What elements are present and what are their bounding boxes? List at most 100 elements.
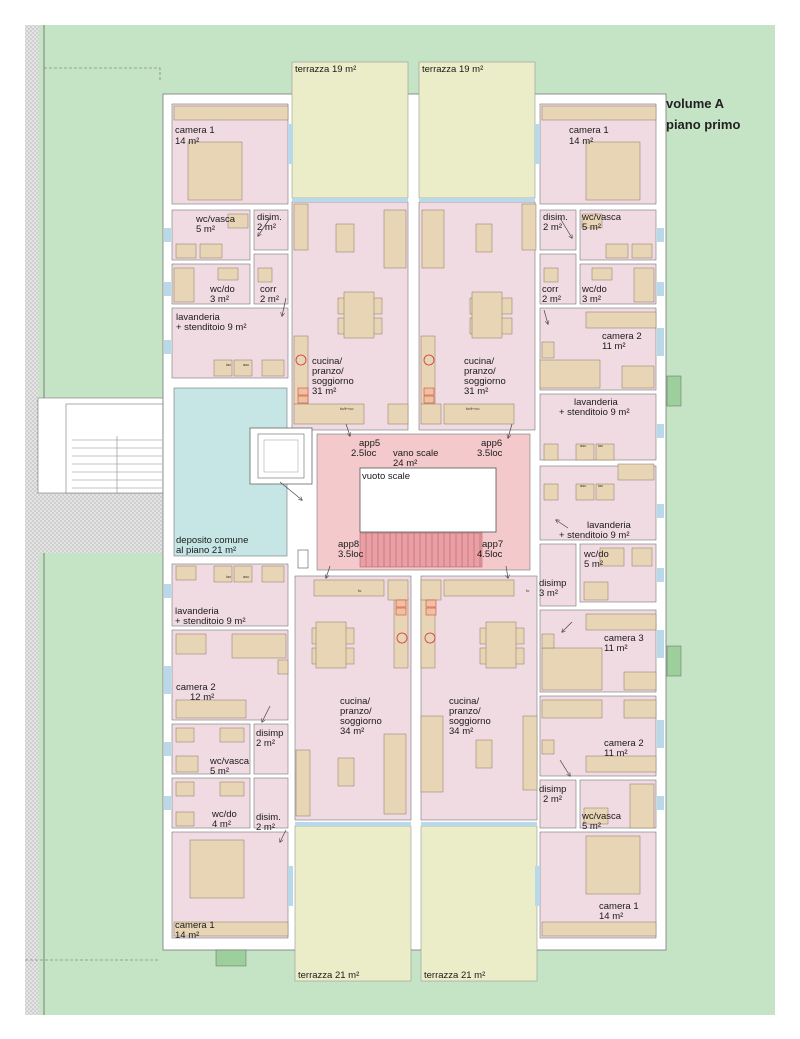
furniture-item bbox=[443, 403, 515, 425]
furniture-item bbox=[173, 105, 289, 121]
label: wc/do bbox=[211, 809, 237, 820]
furniture-item bbox=[420, 715, 444, 793]
terrace-top-left bbox=[291, 61, 409, 199]
furniture-item bbox=[231, 633, 287, 659]
label: lavanderia bbox=[175, 606, 220, 617]
label: 3 m² bbox=[210, 294, 229, 305]
label: vuoto scale bbox=[362, 471, 410, 482]
label: soggiorno bbox=[312, 376, 354, 387]
label: 5 m² bbox=[584, 559, 603, 570]
label: 31 m² bbox=[464, 386, 488, 397]
label: cucina/ bbox=[449, 696, 479, 707]
furniture-item bbox=[543, 267, 559, 283]
label: pranzo/ bbox=[312, 366, 344, 377]
label: 14 m² bbox=[599, 911, 623, 922]
label: pranzo/ bbox=[340, 706, 372, 717]
label: cucina/ bbox=[464, 356, 494, 367]
stair-flight bbox=[359, 532, 483, 568]
label: 2 m² bbox=[256, 822, 275, 833]
furniture-item bbox=[383, 209, 407, 269]
label: camera 2 bbox=[604, 738, 644, 749]
label: 4 m² bbox=[212, 819, 231, 830]
furniture-item bbox=[233, 565, 253, 583]
furniture-item bbox=[541, 105, 657, 121]
label: 2 m² bbox=[543, 794, 562, 805]
furniture-item bbox=[631, 243, 653, 259]
label: camera 1 bbox=[175, 125, 215, 136]
label: corr bbox=[260, 284, 276, 295]
furniture-item bbox=[599, 547, 625, 567]
label: 2 m² bbox=[257, 222, 276, 233]
furniture-item bbox=[173, 267, 195, 303]
furniture-item bbox=[387, 403, 409, 425]
furniture-item bbox=[233, 359, 253, 377]
furniture-item bbox=[219, 781, 245, 797]
label: app7 bbox=[482, 539, 503, 550]
label: 5 m² bbox=[582, 222, 601, 233]
label: 11 m² bbox=[604, 643, 628, 654]
furniture-item bbox=[539, 359, 601, 389]
furniture-item bbox=[343, 291, 375, 339]
terrace-bottom-right bbox=[420, 825, 538, 982]
furniture-item bbox=[213, 565, 233, 583]
label: 11 m² bbox=[604, 748, 628, 759]
site-path-lower bbox=[25, 493, 163, 553]
mark-fo: fo bbox=[358, 588, 362, 593]
furniture-item bbox=[315, 621, 347, 669]
label: al piano 21 m² bbox=[176, 545, 236, 556]
label: wc/do bbox=[583, 549, 609, 560]
terrace-bottom-left bbox=[294, 825, 412, 982]
stove-burner bbox=[297, 395, 309, 404]
furniture-item bbox=[595, 483, 615, 501]
windows bbox=[164, 124, 664, 906]
mark-lav: lav bbox=[598, 483, 603, 488]
furniture-item bbox=[187, 141, 243, 201]
furniture-item bbox=[522, 715, 538, 791]
furniture-item bbox=[541, 739, 555, 755]
label: lavanderia bbox=[587, 520, 632, 531]
furniture-item bbox=[383, 733, 407, 815]
furniture-item bbox=[261, 565, 285, 583]
label: app5 bbox=[359, 438, 380, 449]
label: camera 3 bbox=[604, 633, 644, 644]
label: wc/vasca bbox=[581, 212, 622, 223]
label: camera 2 bbox=[176, 682, 216, 693]
label: 3.5loc bbox=[477, 448, 503, 459]
furniture-item bbox=[585, 311, 657, 329]
label: 14 m² bbox=[569, 136, 593, 147]
furniture-item bbox=[541, 647, 603, 691]
label: 3 m² bbox=[582, 294, 601, 305]
furniture-item bbox=[475, 739, 493, 769]
furniture-item bbox=[227, 213, 249, 229]
label: 5 m² bbox=[582, 821, 601, 832]
label: pranzo/ bbox=[449, 706, 481, 717]
furniture-item bbox=[175, 699, 247, 719]
furniture-item bbox=[421, 209, 445, 269]
furniture-item bbox=[213, 359, 233, 377]
label: cucina/ bbox=[312, 356, 342, 367]
label: pranzo/ bbox=[464, 366, 496, 377]
label: disimp bbox=[256, 728, 283, 739]
label: soggiorno bbox=[340, 716, 382, 727]
furniture-item bbox=[543, 443, 559, 461]
furniture-item bbox=[443, 579, 515, 597]
label: 4.5loc bbox=[477, 549, 503, 560]
stove-burner bbox=[395, 607, 407, 616]
label: 12 m² bbox=[190, 692, 214, 703]
furniture-item bbox=[293, 403, 365, 425]
mark-asc: asc bbox=[243, 362, 249, 367]
terrace-bottom-right-label: terrazza 21 m² bbox=[424, 970, 485, 981]
label: camera 1 bbox=[599, 901, 639, 912]
mark-fo: fo bbox=[526, 588, 530, 593]
label: disim. bbox=[256, 812, 281, 823]
furniture-item bbox=[485, 621, 517, 669]
furniture-item bbox=[543, 483, 559, 501]
label: wc/vasca bbox=[209, 756, 250, 767]
furniture-item bbox=[175, 781, 195, 797]
furniture-item bbox=[583, 807, 609, 825]
label: wc/vasca bbox=[581, 811, 622, 822]
furniture-item bbox=[575, 443, 595, 461]
furniture-item bbox=[189, 839, 245, 899]
label: 14 m² bbox=[175, 930, 199, 941]
mark-asc: asc bbox=[580, 443, 586, 448]
